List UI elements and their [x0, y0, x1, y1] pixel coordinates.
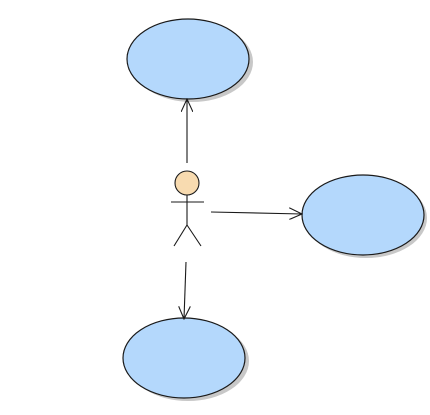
usecase-right-ellipse[interactable] — [301, 174, 425, 256]
usecase-bottom[interactable] — [122, 317, 246, 399]
usecase-top[interactable] — [126, 18, 250, 100]
usecase-top-ellipse[interactable] — [126, 18, 250, 100]
actor-leg-right — [186, 224, 202, 247]
actor-1[interactable] — [171, 170, 204, 247]
usecase-bottom-ellipse[interactable] — [122, 317, 246, 399]
actor-head-icon — [174, 170, 200, 196]
usecase-right[interactable] — [301, 174, 425, 256]
actor-leg-left — [173, 224, 188, 247]
association-arrow-bottom[interactable] — [184, 261, 186, 319]
association-arrow-right[interactable] — [210, 212, 302, 214]
